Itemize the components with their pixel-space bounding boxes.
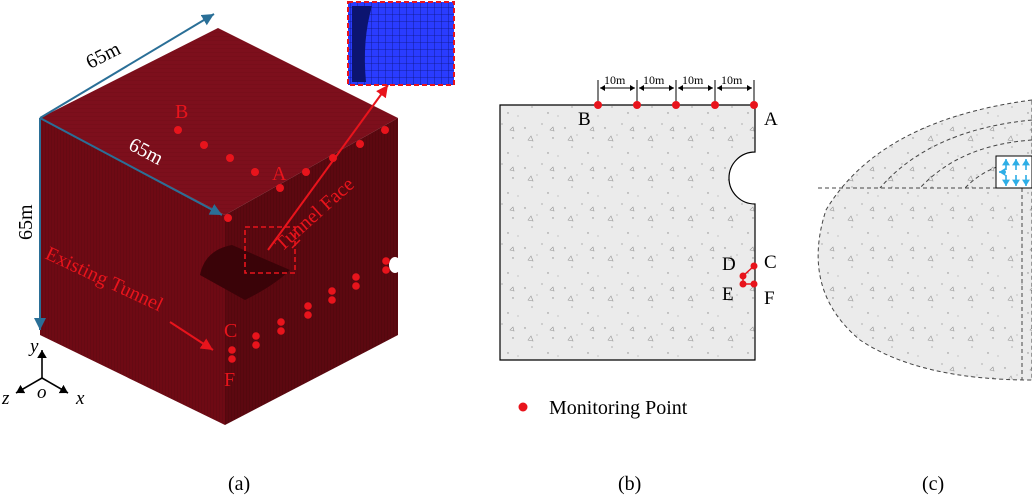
label-E-b: E — [722, 284, 734, 305]
spacing-1: 10m — [604, 73, 626, 87]
axis-o-label: o — [37, 382, 47, 403]
load-arrows — [999, 159, 1030, 186]
dim-label-top: 65m — [82, 38, 124, 74]
label-D-b: D — [722, 254, 736, 275]
dim-label-vertical: 65m — [15, 204, 37, 240]
tunnel-section-points — [739, 262, 758, 288]
spacing-4: 10m — [721, 73, 743, 87]
dim-arrow-top — [39, 13, 215, 119]
legend-marker — [518, 402, 528, 412]
dim-arrow-side — [39, 117, 223, 216]
axis-x-label: x — [75, 388, 85, 409]
spacing-3: 10m — [682, 73, 704, 87]
label-C-a: C — [224, 320, 237, 342]
label-A-a: A — [272, 163, 287, 185]
tunnel-notch — [389, 257, 401, 273]
tunnel-face-arrow — [291, 239, 301, 249]
excavation-zone — [817, 99, 1032, 381]
spacing-dimensions — [597, 80, 755, 105]
legend-label: Monitoring Point — [549, 397, 688, 419]
panel-a: 65m 65m 65m B A — [1, 1, 455, 495]
label-B-a: B — [175, 101, 188, 123]
surface-monitoring-points — [594, 101, 758, 109]
tunnel-face-box — [244, 226, 296, 274]
panel-c: (c) — [817, 99, 1032, 495]
axes-indicator — [15, 350, 69, 394]
label-C-b: C — [764, 252, 777, 273]
panel-b: 10m 10m 10m 10m B A D C E F Monitoring P… — [499, 73, 778, 495]
model-top-face — [40, 28, 398, 215]
layer-boundary-2 — [919, 139, 1032, 189]
spacing-2: 10m — [643, 73, 665, 87]
model-right-face — [225, 118, 398, 425]
label-F-a: F — [224, 369, 235, 391]
layer-boundary-1 — [879, 119, 1032, 189]
caption-b: (b) — [618, 473, 641, 495]
cross-section — [499, 104, 756, 361]
label-B-b: B — [578, 109, 591, 130]
label-F-b: F — [764, 288, 775, 309]
model-front-face — [40, 118, 225, 425]
mesh-inset-opening — [352, 6, 372, 82]
existing-tunnel-arrow — [169, 321, 214, 351]
caption-a: (a) — [228, 473, 250, 495]
top-monitoring-points — [174, 126, 389, 222]
axis-z-label: z — [1, 388, 10, 409]
label-A-b: A — [764, 109, 778, 130]
tunnel-monitoring-points — [228, 257, 390, 363]
axis-y-label: y — [28, 336, 39, 357]
caption-c: (c) — [922, 473, 944, 495]
tunnel-face-pointer — [267, 84, 389, 251]
